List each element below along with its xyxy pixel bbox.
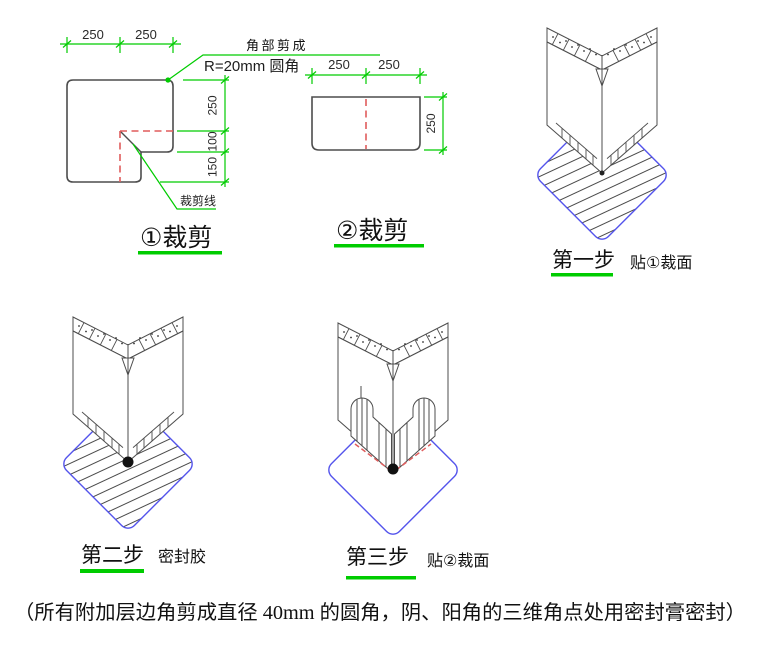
cut2-title: ②裁剪 [336,217,408,245]
cut1-sheet-outline [66,79,174,183]
cut1-corner-leader: 角部剪成 R=20mm 圆角 [165,38,380,83]
footnote: （所有附加层边角剪成直径 40mm 的圆角，阴、阳角的三维角点处用密封膏密封） [14,601,746,624]
step1-diagram [533,27,671,244]
cut2-dim-right-250: 250 [424,113,438,133]
cut1-dim-right-150: 150 [206,157,220,177]
cut1-corner-note-line2: R=20mm 圆角 [204,58,299,75]
cut1-cutline-leader: 裁剪线 [132,143,216,210]
sealant-dot [122,456,134,468]
step2-underline [80,569,144,573]
step1-title: 第一步 [552,249,615,272]
step2-caption: 密封胶 [158,548,206,566]
leader-anchor-dot [165,77,171,83]
corner-point [599,170,605,176]
step3-title: 第三步 [346,546,409,569]
cut1-title: ①裁剪 [140,224,212,252]
cut1-dim-right-250: 250 [206,95,220,115]
cut1-cutline-label: 裁剪线 [180,193,216,208]
cut1-corner-note-line1: 角部剪成 [246,38,308,53]
cut1-right-dimension [160,75,230,187]
step3-diagram [324,322,462,539]
cut1-diagonal-cut [119,130,142,153]
sealant-dot [387,463,399,475]
step2-diagram [59,316,197,533]
cut2-title-underline [334,244,424,248]
cut1-dim-right-100: 100 [206,131,220,151]
cut2-dim-250-right: 250 [378,57,400,72]
cut2-dim-250-left: 250 [328,57,350,72]
cut1-dim-250-right: 250 [135,27,157,42]
cut1-cut-lines-red [119,130,173,182]
step3-caption: 贴②裁面 [427,552,489,570]
step2-title: 第二步 [81,544,144,567]
cut2-right-dimension [424,92,448,155]
cut2-diagram: 250 250 250 ②裁剪 [305,57,448,248]
cut1-dim-250-left: 250 [82,27,104,42]
step1-underline [551,273,613,277]
cut1-top-dimension [60,37,181,53]
step3-underline [346,576,416,580]
cut1-title-underline [138,251,222,255]
cut2-sheet-outline [311,96,421,151]
step1-caption: 贴①裁面 [630,254,692,272]
cut2-top-dimension [305,68,427,84]
cut1-diagram: 250 250 250 100 150 角部剪成 R=20mm 圆角 裁剪线 ①… [60,27,380,255]
